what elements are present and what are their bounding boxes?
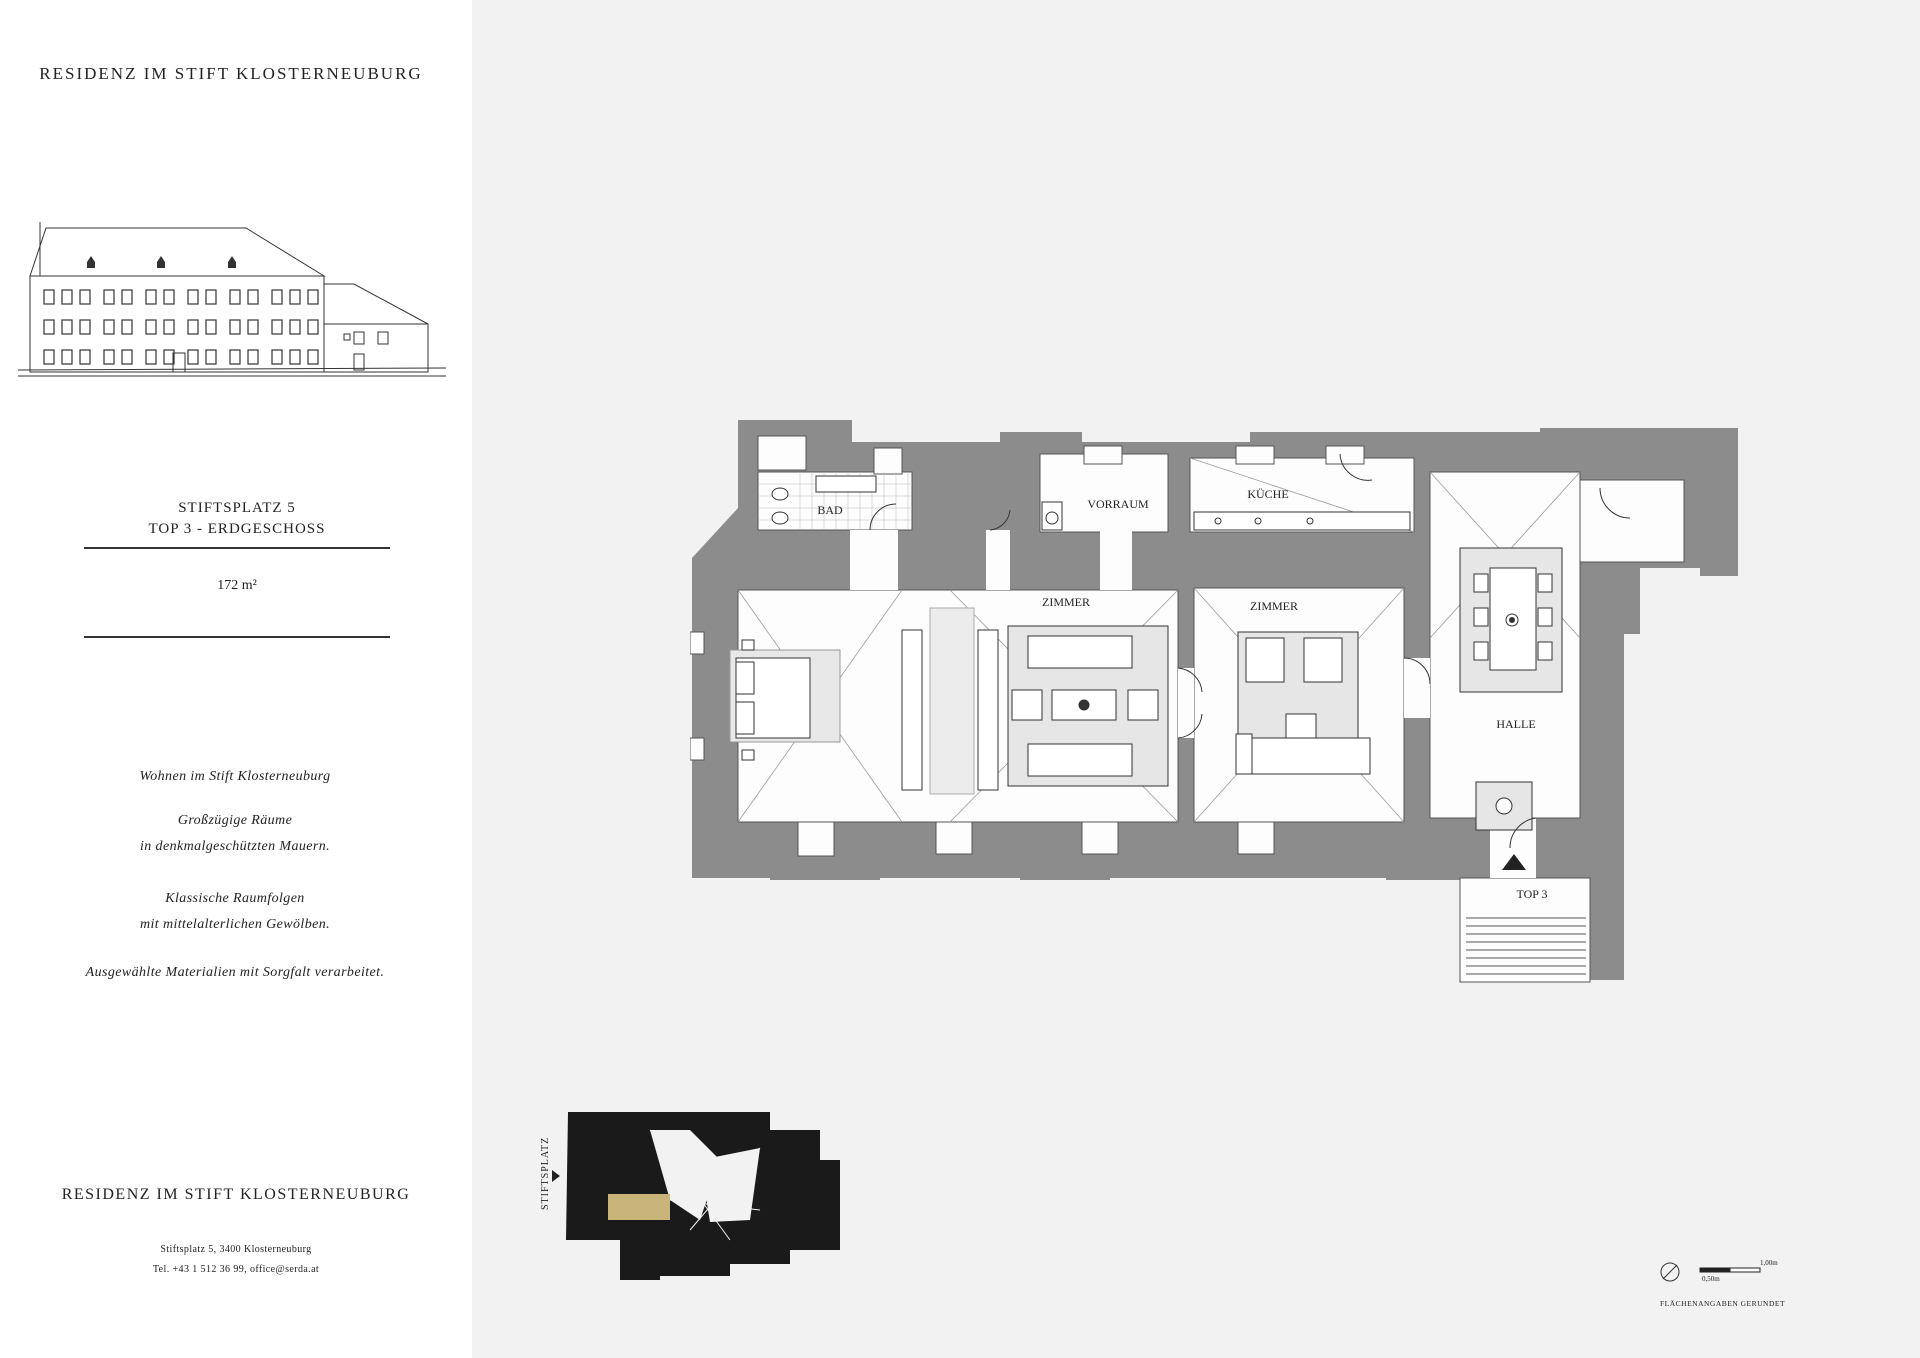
site-plan-label: STIFTSPLATZ bbox=[540, 1137, 551, 1210]
footer-title: RESIDENZ IM STIFT KLOSTERNEUBURG bbox=[61, 1186, 411, 1203]
room-label-bad: BAD bbox=[817, 503, 843, 517]
room-corridor-right bbox=[1579, 479, 1685, 563]
description-line: Wohnen im Stift Klosterneuburg bbox=[139, 769, 331, 784]
unit-area: 172 m² bbox=[217, 578, 257, 593]
description-line: Ausgewählte Materialien mit Sorgfalt ver… bbox=[85, 965, 385, 980]
room-label-vorraum: VORRAUM bbox=[1087, 497, 1149, 511]
header-title: RESIDENZ IM STIFT KLOSTERNEUBURG bbox=[39, 64, 423, 83]
unit-address-block: STIFTSPLATZ 5 TOP 3 - ERDGESCHOSS bbox=[84, 498, 390, 540]
description-line: Klassische Raumfolgen bbox=[165, 891, 305, 906]
info-panel: RESIDENZ IM STIFT KLOSTERNEUBURG bbox=[0, 0, 472, 1358]
divider-top bbox=[84, 547, 390, 549]
entrance-marker bbox=[1502, 854, 1526, 870]
footer-address: Stiftsplatz 5, 3400 Klosterneuburg bbox=[160, 1244, 312, 1255]
description-line: mit mittelalterlichen Gewölben. bbox=[139, 917, 331, 932]
floor-plan: BAD VORRAUM KÜCHE ZIMMER ZIMMER HALLE TO… bbox=[690, 420, 1738, 983]
site-plan: STIFTSPLATZ bbox=[540, 1112, 840, 1280]
room-label-halle: HALLE bbox=[1496, 717, 1535, 731]
room-stair bbox=[1459, 877, 1591, 983]
divider-bottom bbox=[84, 636, 390, 638]
footer-contact: Tel. +43 1 512 36 99, office@serda.at bbox=[152, 1264, 320, 1275]
scale-label-2: 0,50m bbox=[1702, 1275, 1720, 1283]
room-label-zimmer-1: ZIMMER bbox=[1042, 595, 1090, 609]
facade-elevation-drawing bbox=[18, 222, 446, 377]
scale-bar bbox=[1699, 1267, 1761, 1273]
scale-label-1: 1,00m bbox=[1760, 1259, 1778, 1267]
legend-note: FLÄCHENANGABEN GERUNDET bbox=[1660, 1299, 1785, 1308]
room-label-zimmer-2: ZIMMER bbox=[1250, 599, 1298, 613]
entrance-label: TOP 3 bbox=[1516, 887, 1547, 901]
unit-address: STIFTSPLATZ 5 bbox=[178, 500, 296, 516]
site-plan-unit-highlight bbox=[608, 1194, 670, 1220]
unit-floor: TOP 3 - ERDGESCHOSS bbox=[148, 521, 326, 537]
legend: 1,00m 0,50m FLÄCHENANGABEN GERUNDET bbox=[1660, 1259, 1785, 1308]
room-wc bbox=[757, 435, 807, 471]
north-arrow-icon bbox=[1660, 1262, 1680, 1282]
room-label-kueche: KÜCHE bbox=[1247, 487, 1288, 501]
description-line: Großzügige Räume bbox=[177, 813, 293, 828]
description-line: in denkmalgeschützten Mauern. bbox=[139, 839, 331, 854]
